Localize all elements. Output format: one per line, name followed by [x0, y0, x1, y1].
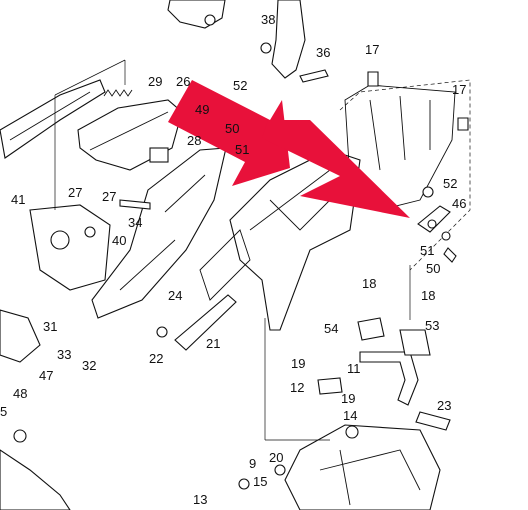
- callout-50-top: 50: [225, 121, 239, 136]
- callout-28: 28: [187, 133, 201, 148]
- callout-18-b: 18: [421, 288, 435, 303]
- bolt-17-b: [457, 117, 469, 131]
- bracket-54: [357, 317, 385, 341]
- tail-housing: [284, 424, 441, 510]
- callout-29: 29: [148, 74, 162, 89]
- bolt-head: [204, 14, 216, 26]
- callout-11: 11: [347, 361, 361, 376]
- plate-23: [415, 411, 451, 431]
- lower-left-cover: [0, 309, 41, 363]
- callout-27-a: 27: [68, 185, 82, 200]
- subframe-outline: [339, 79, 471, 271]
- rear-hanger: [271, 0, 306, 79]
- callout-19-a: 19: [291, 356, 305, 371]
- part-28: [149, 147, 169, 163]
- bolt-36: [299, 69, 329, 83]
- callout-27-b: 27: [102, 189, 116, 204]
- callout-52-right: 52: [443, 176, 457, 191]
- bolt-27: [119, 199, 151, 210]
- callout-15: 15: [253, 474, 267, 489]
- callout-52-top: 52: [233, 78, 247, 93]
- red-pointer-arrow-head: [262, 120, 410, 218]
- callout-17-top: 17: [365, 42, 379, 57]
- lower-left-fender: [0, 449, 71, 510]
- callout-40: 40: [112, 233, 126, 248]
- callout-22: 22: [149, 351, 163, 366]
- clip-12: [317, 377, 343, 395]
- callout-36: 36: [316, 45, 330, 60]
- callout-34: 34: [128, 215, 142, 230]
- callout-12: 12: [290, 380, 304, 395]
- callout-33: 33: [57, 347, 71, 362]
- washer: [260, 42, 272, 54]
- left-bracket: [29, 204, 111, 291]
- callout-17-right: 17: [452, 82, 466, 97]
- callout-20: 20: [269, 450, 283, 465]
- callout-32: 32: [82, 358, 96, 373]
- upper-bracket: [167, 0, 226, 29]
- callout-14: 14: [343, 408, 357, 423]
- bracket-53: [399, 329, 431, 356]
- spring: [103, 89, 133, 97]
- callout-26: 26: [176, 74, 190, 89]
- callout-9: 9: [249, 456, 256, 471]
- callout-54: 54: [324, 321, 338, 336]
- callout-46: 46: [452, 196, 466, 211]
- callout-21: 21: [206, 336, 220, 351]
- line-art: [0, 0, 471, 510]
- callout-24: 24: [168, 288, 182, 303]
- callout-51-top: 51: [235, 142, 249, 157]
- callout-49: 49: [195, 102, 209, 117]
- bolt-17-a: [367, 71, 379, 87]
- callout-23: 23: [437, 398, 451, 413]
- bracket-21: [174, 294, 237, 351]
- callout-31: 31: [43, 319, 57, 334]
- callout-48: 48: [13, 386, 27, 401]
- callout-50-right: 50: [426, 261, 440, 276]
- left-seat-rail: [0, 79, 106, 159]
- callout-47: 47: [39, 368, 53, 383]
- callout-53: 53: [425, 318, 439, 333]
- callout-51-right: 51: [420, 243, 434, 258]
- side-cover: [91, 147, 227, 319]
- callout-38: 38: [261, 12, 275, 27]
- callout-19-b: 19: [341, 391, 355, 406]
- bracket-46: [417, 205, 451, 233]
- red-pointer-arrow: [168, 80, 290, 186]
- callout-13: 13: [193, 492, 207, 507]
- callout-labels: 38 36 17 29 26 52 49 17 28 50 51 52 46 4…: [0, 12, 466, 507]
- grab-bar: [359, 351, 419, 406]
- callout-18-a: 18: [362, 276, 376, 291]
- callout-5: 5: [0, 404, 7, 419]
- callout-41: 41: [11, 192, 25, 207]
